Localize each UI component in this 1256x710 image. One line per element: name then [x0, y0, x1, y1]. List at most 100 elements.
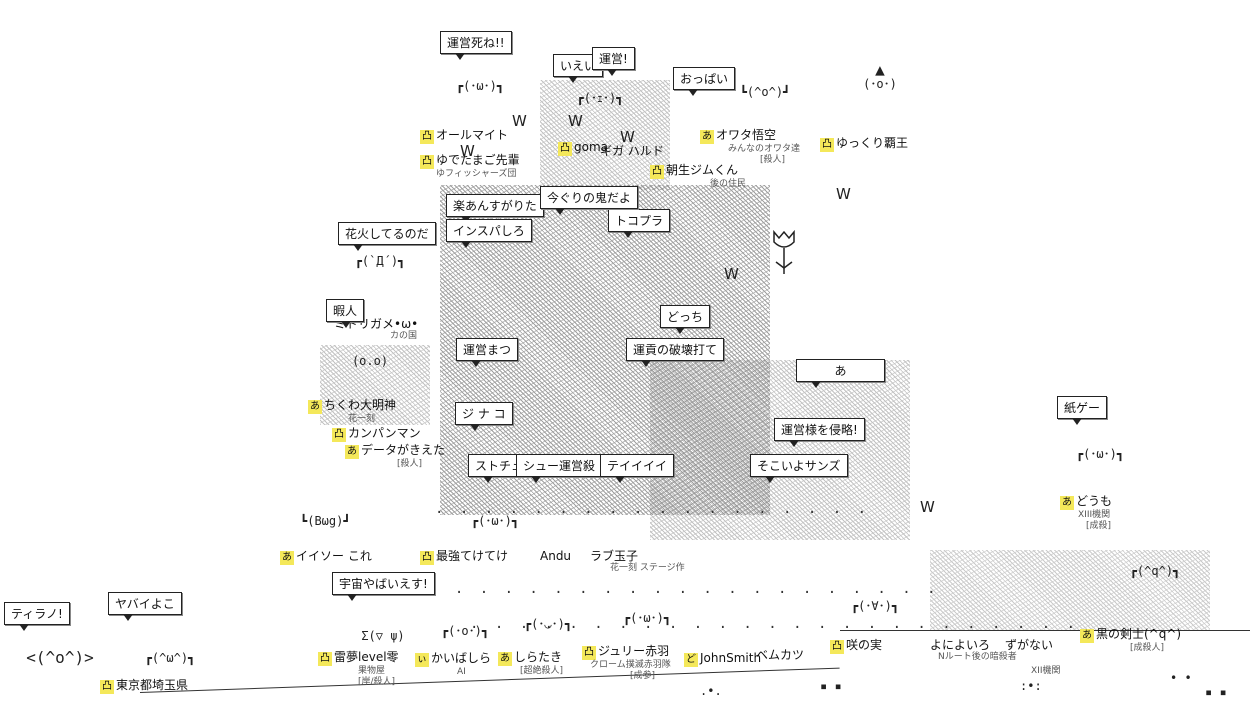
avatar-tag: 凸 — [820, 138, 834, 152]
avatar[interactable]: ┏(･ω･)┓ 凸ジュリー赤羽 クローム撲滅赤羽隊 [成参] — [582, 612, 712, 682]
crowd-overlap-scribble — [650, 360, 910, 540]
crowd-overlap-scribble — [320, 345, 430, 425]
avatar-name: ゆっくり覇王 — [836, 136, 909, 150]
avatar-face: ┏(･ｪ･)┓ — [576, 91, 624, 105]
avatar[interactable]: ギガ ハルド — [600, 144, 720, 158]
avatar-face: ┏(･∀･)┓ — [850, 599, 900, 613]
avatar-face: ┏(･o･)┓ — [440, 624, 490, 638]
avatar-name: カンパンマン — [348, 426, 421, 440]
avatar-face: ┗(Bωg)┛ — [300, 514, 351, 528]
avatar[interactable]: 凸カンパンマン — [332, 426, 472, 442]
speech-bubble: 運貢の破壊打て — [626, 338, 725, 367]
avatar[interactable]: ┏(^q^)┓ あ黒の剣士(^q^) [成殺人] — [1080, 565, 1230, 654]
avatar-tag: 凸 — [582, 646, 596, 660]
avatar[interactable]: ┗(Bωg)┛ あイイソー これ — [280, 515, 430, 565]
avatar[interactable]: よによいろ Nルート後の暗殺者 — [930, 638, 1060, 663]
speech-bubble: 運営! — [592, 47, 635, 76]
avatar-tag: ぃ — [415, 653, 429, 667]
speech-bubble: テイイイイ — [600, 454, 675, 483]
avatar-tag: あ — [345, 445, 359, 459]
dotted-row: · · · · · · · · · · · · · · · · · · · · … — [470, 620, 1080, 636]
avatar-group: XII機関 — [1031, 666, 1061, 676]
avatar-tag: 凸 — [830, 640, 844, 654]
avatar-tag: あ — [700, 130, 714, 144]
avatar-name: かいばしら — [431, 651, 492, 665]
avatar-tag: あ — [498, 652, 512, 666]
speech-bubble: あ — [796, 359, 885, 388]
avatar[interactable]: Andu — [540, 549, 620, 563]
avatar[interactable]: ┗(^o^)┛ あオワタ悟空 みんなのオワタ達 [殺人] — [700, 86, 830, 166]
avatar-name: 東京都埼玉県 — [116, 678, 189, 692]
avatar-rank: [成殺人] — [1130, 643, 1165, 653]
w-label: W — [920, 498, 935, 516]
avatar-face: Σ(▽ ψ) — [361, 629, 405, 643]
avatar[interactable]: あデータがきえた [殺人] — [345, 443, 485, 470]
avatar-rank: [超絶殺人] — [520, 666, 564, 676]
w-label: W — [512, 112, 527, 130]
avatar-rank: [殺人] — [397, 459, 423, 469]
w-label: W — [568, 112, 583, 130]
avatar[interactable]: ┏(･◡･)┓ あしらたき [超絶殺人] — [498, 618, 598, 677]
avatar-group: 花一刻 — [348, 414, 376, 424]
avatar-name: ベムカツ — [756, 648, 805, 662]
avatar-group: クローム撲滅赤羽隊 — [590, 660, 671, 670]
avatar[interactable]: ┏(･ω･)┓ 凸最強てけてけ — [420, 515, 570, 565]
avatar-name: ギガ ハルド — [600, 144, 664, 158]
avatar-name: オワタ悟空 — [716, 128, 777, 142]
avatar-tag: 凸 — [318, 652, 332, 666]
small-face: .•. — [700, 684, 722, 698]
dotted-row: · · · · · · · · · · · · · · · · · · · · … — [430, 585, 940, 601]
avatar-face: ▲ — [875, 60, 885, 79]
avatar[interactable]: ベムカツ — [756, 648, 836, 662]
crowd-overlap-scribble — [540, 80, 670, 190]
avatar-group: 果物屋 — [358, 666, 386, 676]
speech-bubble: トコプラ — [608, 209, 671, 238]
avatar-face: ┗(^o^)┛ — [739, 85, 791, 99]
avatar-tag: あ — [1080, 629, 1094, 643]
w-label: W — [620, 128, 635, 146]
avatar-tag: 凸 — [420, 551, 434, 565]
w-label: W — [460, 142, 475, 160]
avatar-name: Andu — [540, 549, 572, 563]
avatar[interactable]: 凸朝生ジムくん 後の住民 — [650, 163, 790, 190]
avatar[interactable]: ずがない XII機関 — [1005, 638, 1095, 677]
avatar-group: みんなのオワタ達 — [728, 144, 801, 154]
avatar-name: 雷夢level零 — [334, 650, 399, 664]
ground-line — [840, 630, 1250, 631]
avatar-face: ┏(･◡･)┓ — [523, 617, 573, 631]
avatar[interactable]: <(^o^)> — [0, 650, 120, 666]
avatar-name: 咲の実 — [846, 638, 883, 652]
avatar[interactable]: ラブ玉子 花一刻 ステージ作 — [590, 549, 750, 574]
speech-bubble: シュー運営殺 — [516, 454, 603, 483]
avatar-tag: ど — [684, 653, 698, 667]
avatar[interactable]: ┏(^ω^)┓ 凸東京都埼玉県 — [100, 652, 240, 694]
avatar-tag: あ — [308, 400, 322, 414]
avatar[interactable]: ┏(･o･)┓ ぃかいばしら AI — [415, 625, 515, 678]
avatar-name: 最強てけてけ — [436, 549, 509, 563]
avatar[interactable]: (o.o) — [310, 355, 430, 367]
avatar[interactable]: ┏(･∀･)┓ 凸咲の実 — [830, 600, 920, 654]
avatar[interactable]: ┏(･ω･)┓ あどうも XIII機関 [成殺] — [1040, 448, 1160, 532]
avatar[interactable]: 凸ゆでたまご先輩 ゆフィッシャーズ団 — [420, 153, 540, 180]
avatar-rank: [岸/殺人] — [358, 677, 396, 687]
avatar-face: (･o･) — [863, 77, 897, 91]
small-face: ▪ ▪ — [1205, 685, 1227, 699]
speech-bubble: 花火してるのだ — [338, 222, 436, 251]
avatar-tag: 凸 — [420, 155, 434, 169]
avatar[interactable]: あちくわ大明神 花一刻 — [308, 398, 448, 425]
avatar-face: ┏(･ω･)┓ — [455, 79, 505, 93]
avatar-name: データがきえた — [361, 443, 446, 457]
avatar[interactable]: Σ(▽ ψ) 凸雷夢level零 果物屋 [岸/殺人] — [318, 630, 448, 688]
avatar-tag: 凸 — [420, 130, 434, 144]
avatar[interactable]: ▲ (･o･) 凸ゆっくり覇王 — [820, 62, 940, 152]
speech-bubble: 運営死ね!! — [440, 31, 512, 60]
avatar-tag: 凸 — [332, 428, 346, 442]
speech-bubble: 運営まつ — [456, 338, 519, 367]
avatar-group: ゆフィッシャーズ団 — [436, 169, 517, 179]
avatar-name: JohnSmith — [700, 651, 762, 665]
dotted-row: · · · · · · · · · · · · · · · · · · — [435, 505, 871, 521]
avatar[interactable]: ┏(･ω･)┓ 凸オールマイト — [420, 80, 540, 144]
